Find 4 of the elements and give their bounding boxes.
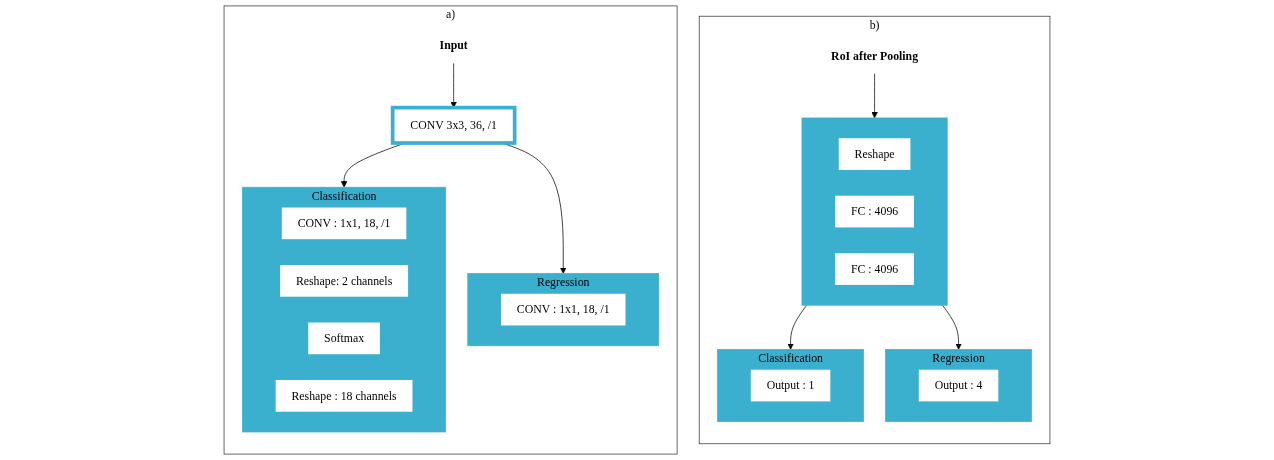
node-box: CONV 3x3, 36, /1 — [390, 105, 517, 145]
node-text: Input — [439, 39, 468, 52]
cluster — [801, 117, 948, 306]
node-text: RoI after Pooling — [831, 49, 919, 62]
